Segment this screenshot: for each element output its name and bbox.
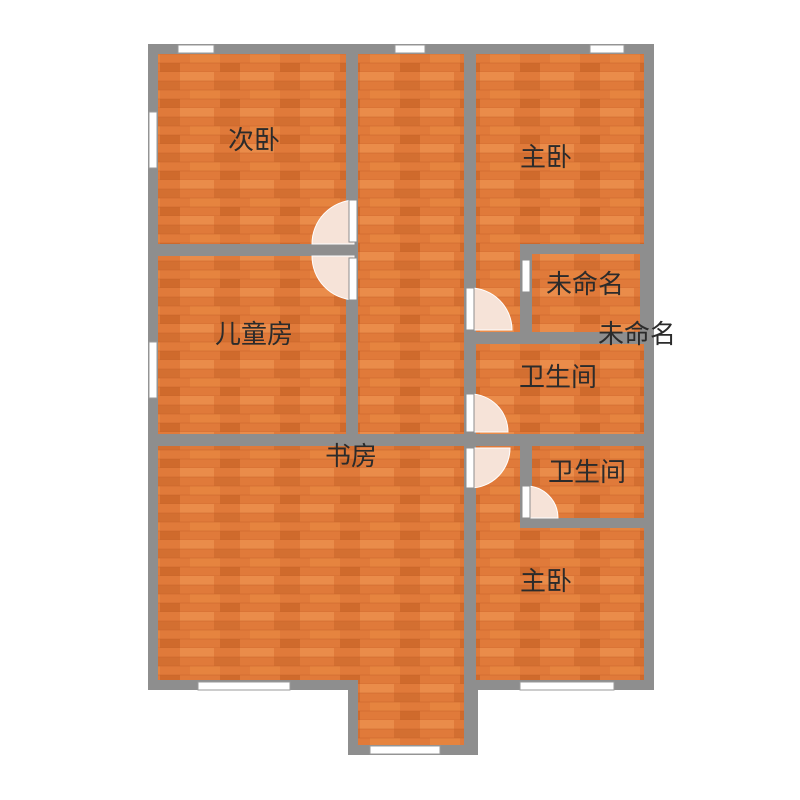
label-unnamed-small: 未命名 xyxy=(546,270,624,300)
door-bathroom-top xyxy=(469,393,509,433)
wall-h-bath-bottom xyxy=(476,434,644,446)
wall-h-bath-top xyxy=(476,332,644,344)
wall-vert-right xyxy=(464,54,476,690)
label-master-bedroom-top: 主卧 xyxy=(520,143,572,173)
door-leaf-master-top xyxy=(465,287,475,331)
wall-h-master-top xyxy=(520,244,644,254)
door-leaf-master-bottom xyxy=(465,447,475,489)
door-childrens-room xyxy=(311,255,355,301)
door-leaf-children xyxy=(348,257,358,301)
door-leaf-bath-bottom xyxy=(521,485,531,519)
door-leaf-secondary xyxy=(348,199,358,243)
door-leaf-bath-top xyxy=(465,393,475,433)
floor-study xyxy=(158,446,464,680)
window-left-upper xyxy=(148,111,158,169)
door-master-top xyxy=(469,287,513,331)
label-childrens-room: 儿童房 xyxy=(215,320,293,350)
window-bottom-left xyxy=(197,681,291,691)
window-left-lower xyxy=(148,341,158,399)
window-bottom-right xyxy=(519,681,615,691)
doors xyxy=(311,199,559,519)
floor-childrens-room xyxy=(158,256,346,434)
label-unnamed-outside: 未命名 xyxy=(598,320,676,350)
label-master-bedroom-bottom: 主卧 xyxy=(520,567,572,597)
label-secondary-bedroom: 次卧 xyxy=(228,126,280,156)
door-bathroom-bottom xyxy=(525,485,559,519)
label-study: 书房 xyxy=(325,442,377,472)
room-labels: 次卧 主卧 未命名 未命名 儿童房 卫生间 书房 卫生间 主卧 xyxy=(215,126,676,597)
window-top-mid xyxy=(394,44,426,54)
door-leaves xyxy=(348,199,531,519)
door-leaf-unnamed xyxy=(521,259,531,293)
floor-secondary-bedroom xyxy=(158,54,346,244)
door-master-bottom xyxy=(469,447,511,489)
wall-h-study-top xyxy=(158,434,358,446)
floor-corridor xyxy=(358,54,464,434)
window-top-left xyxy=(177,44,215,54)
windows xyxy=(148,44,625,755)
wall-h-bath-small-bottom xyxy=(520,518,644,528)
label-bathroom-bottom: 卫生间 xyxy=(548,458,626,488)
floor-unnamed-small xyxy=(532,254,640,332)
door-secondary-bedroom xyxy=(311,199,355,245)
window-top-right xyxy=(589,44,625,54)
floor-master-bedroom-top xyxy=(476,54,644,244)
wall-vert-left xyxy=(346,54,358,444)
wall-h-secondary-children xyxy=(158,244,348,256)
floor-study-extension xyxy=(358,680,464,745)
window-bottom-mid xyxy=(369,745,441,755)
label-bathroom-top: 卫生间 xyxy=(519,363,597,393)
